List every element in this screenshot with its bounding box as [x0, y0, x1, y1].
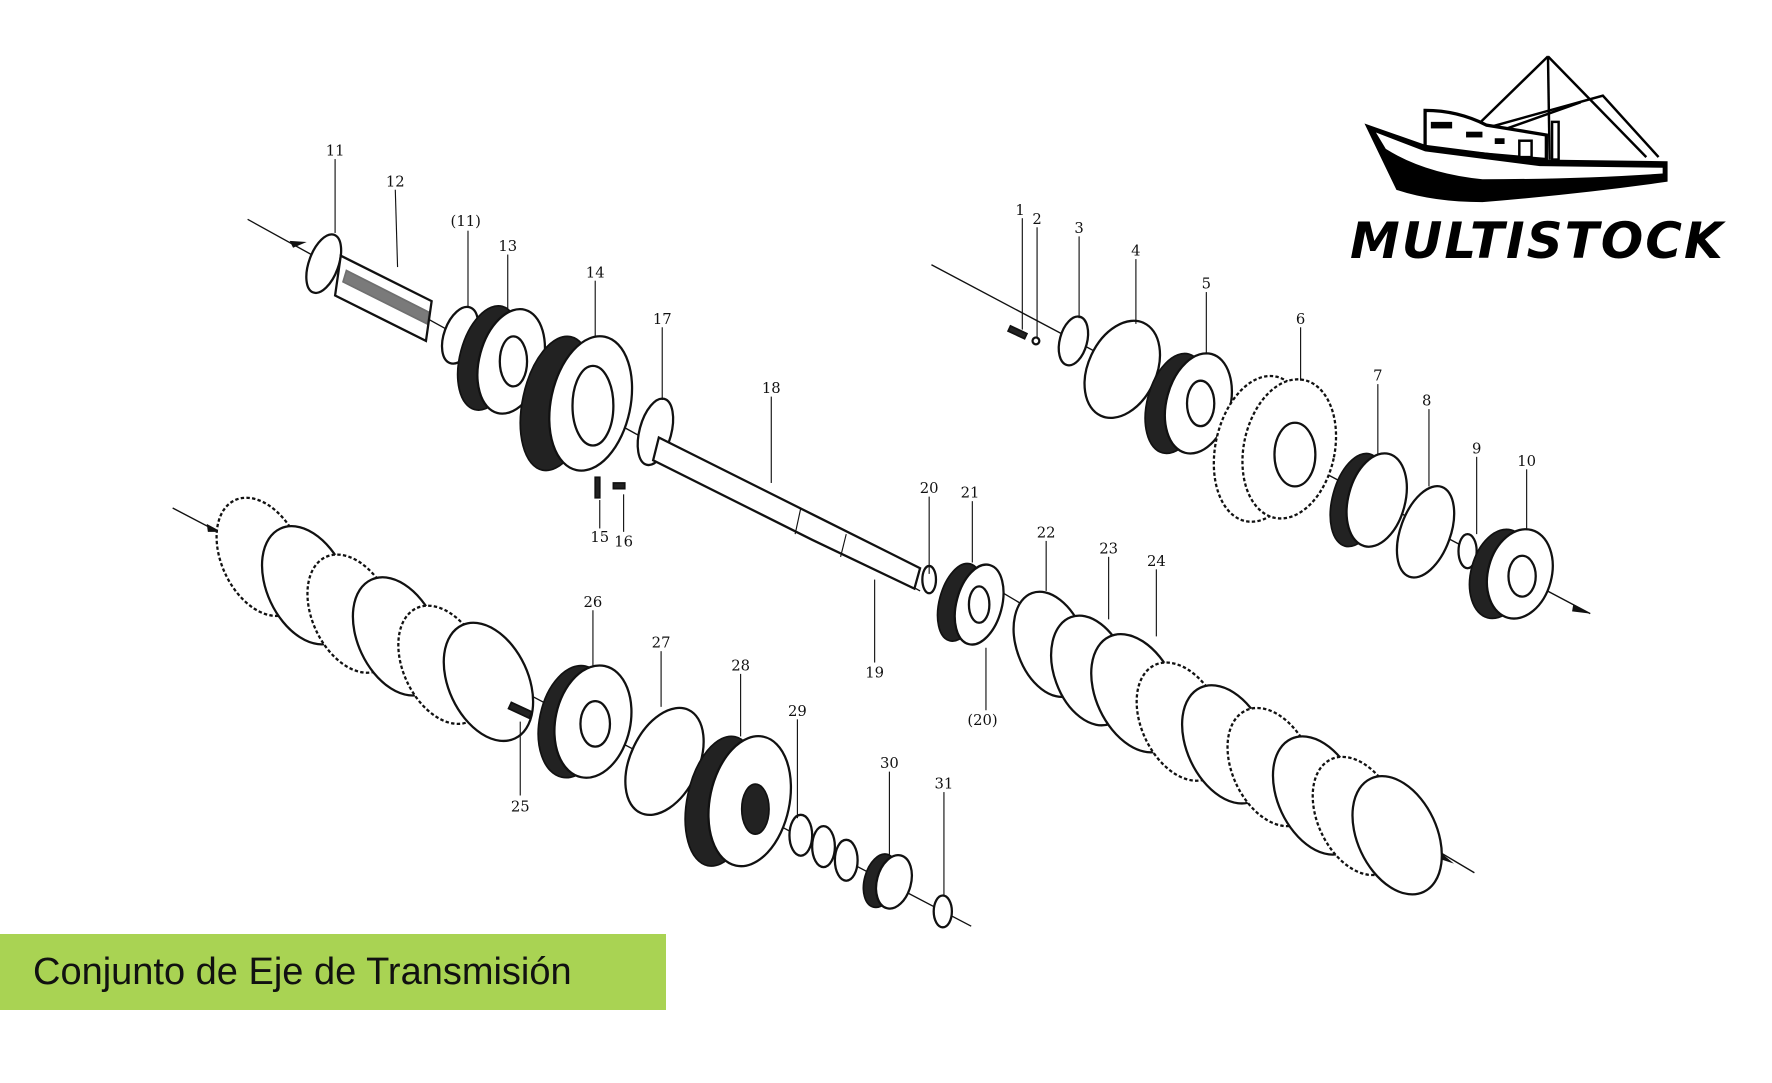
part-label: 16	[614, 534, 633, 551]
part-label: 30	[880, 755, 899, 772]
part-label: 19	[865, 664, 884, 681]
boat-logo-icon	[1364, 55, 1668, 203]
lower-left-clutch-pack	[215, 496, 954, 929]
part-label: 4	[1131, 243, 1140, 260]
title-banner: Conjunto de Eje de Transmisión	[0, 934, 666, 1010]
brand-name: MULTISTOCK	[1350, 212, 1725, 270]
part-label: 26	[584, 594, 603, 611]
part-label: 2	[1032, 211, 1041, 228]
lower-right-clutch-pack	[1012, 590, 1443, 896]
part-label: 9	[1472, 440, 1481, 457]
part-label: (20)	[967, 712, 997, 729]
part-label: 1	[1015, 202, 1024, 219]
upper-right-assembly	[1006, 315, 1554, 620]
part-label: 31	[935, 776, 954, 793]
part-label: 17	[653, 311, 672, 328]
banner-title: Conjunto de Eje de Transmisión	[33, 950, 572, 993]
part-label: 3	[1074, 220, 1083, 237]
part-label: 6	[1296, 311, 1305, 328]
part-labels: 11 12 (11) 13 14 17 18 15 16 1 2 3 4 5 6…	[326, 143, 1536, 816]
part-label: 11	[326, 143, 345, 160]
leader-lines	[334, 159, 1528, 896]
part-label: 8	[1422, 393, 1431, 410]
part-label: 10	[1517, 453, 1536, 470]
part-label: 7	[1373, 368, 1382, 385]
part-label: 15	[590, 529, 609, 546]
part-label: 18	[762, 380, 781, 397]
part-label: 20	[920, 480, 939, 497]
part-label: 21	[961, 485, 980, 502]
part-label: 28	[731, 657, 750, 674]
upper-left-assembly	[305, 233, 1005, 646]
part-label: 27	[652, 635, 671, 652]
part-label: (11)	[451, 213, 481, 230]
part-label: 23	[1099, 540, 1118, 557]
part-label: 13	[498, 238, 517, 255]
part-label: 29	[788, 703, 807, 720]
part-label: 5	[1202, 276, 1211, 293]
part-label: 12	[386, 173, 405, 190]
part-label: 14	[586, 264, 605, 281]
part-label: 22	[1037, 525, 1056, 542]
part-label: 24	[1147, 553, 1166, 570]
part-label: 25	[511, 798, 530, 815]
